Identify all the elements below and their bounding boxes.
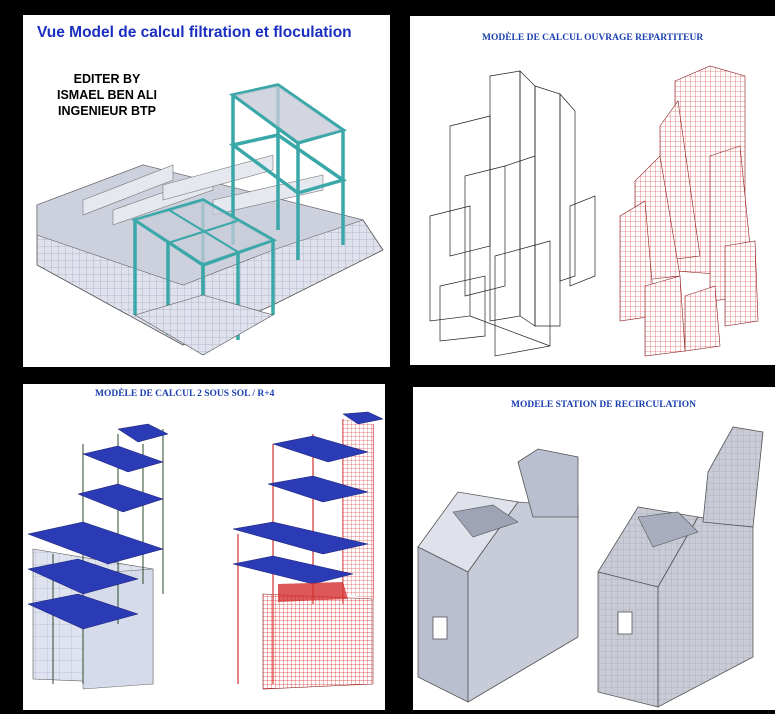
repartiteur-3d-model	[429, 65, 759, 357]
panel-title-recirculation: MODELE STATION DE RECIRCULATION	[511, 400, 697, 410]
editor-line-3: INGENIEUR BTP	[58, 104, 156, 118]
panel-title-filtration: Vue Model de calcul filtration et flocul…	[37, 24, 352, 41]
panel-repartiteur: MODÈLE DE CALCUL OUVRAGE REPARTITEUR	[410, 16, 775, 365]
corner-mark: Di	[766, 702, 775, 712]
panel-recirculation: MODELE STATION DE RECIRCULATION	[413, 387, 775, 710]
panel-filtration: Vue Model de calcul filtration et flocul…	[23, 15, 390, 367]
editor-line-2: ISMAEL BEN ALI	[57, 88, 158, 102]
sous-sol-3d-model	[27, 411, 384, 690]
editor-credit: EDITER BY ISMAEL BEN ALI INGENIEUR BTP	[57, 71, 157, 119]
panel-sous-sol: MODÈLE DE CALCUL 2 SOUS SOL / R+4	[23, 384, 385, 710]
editor-line-1: EDITER BY	[73, 72, 141, 86]
panel-title-sous-sol: MODÈLE DE CALCUL 2 SOUS SOL / R+4	[95, 389, 275, 399]
filtration-3d-model	[36, 83, 384, 356]
recirculation-3d-model	[417, 426, 764, 708]
panel-title-repartiteur: MODÈLE DE CALCUL OUVRAGE REPARTITEUR	[482, 33, 704, 43]
